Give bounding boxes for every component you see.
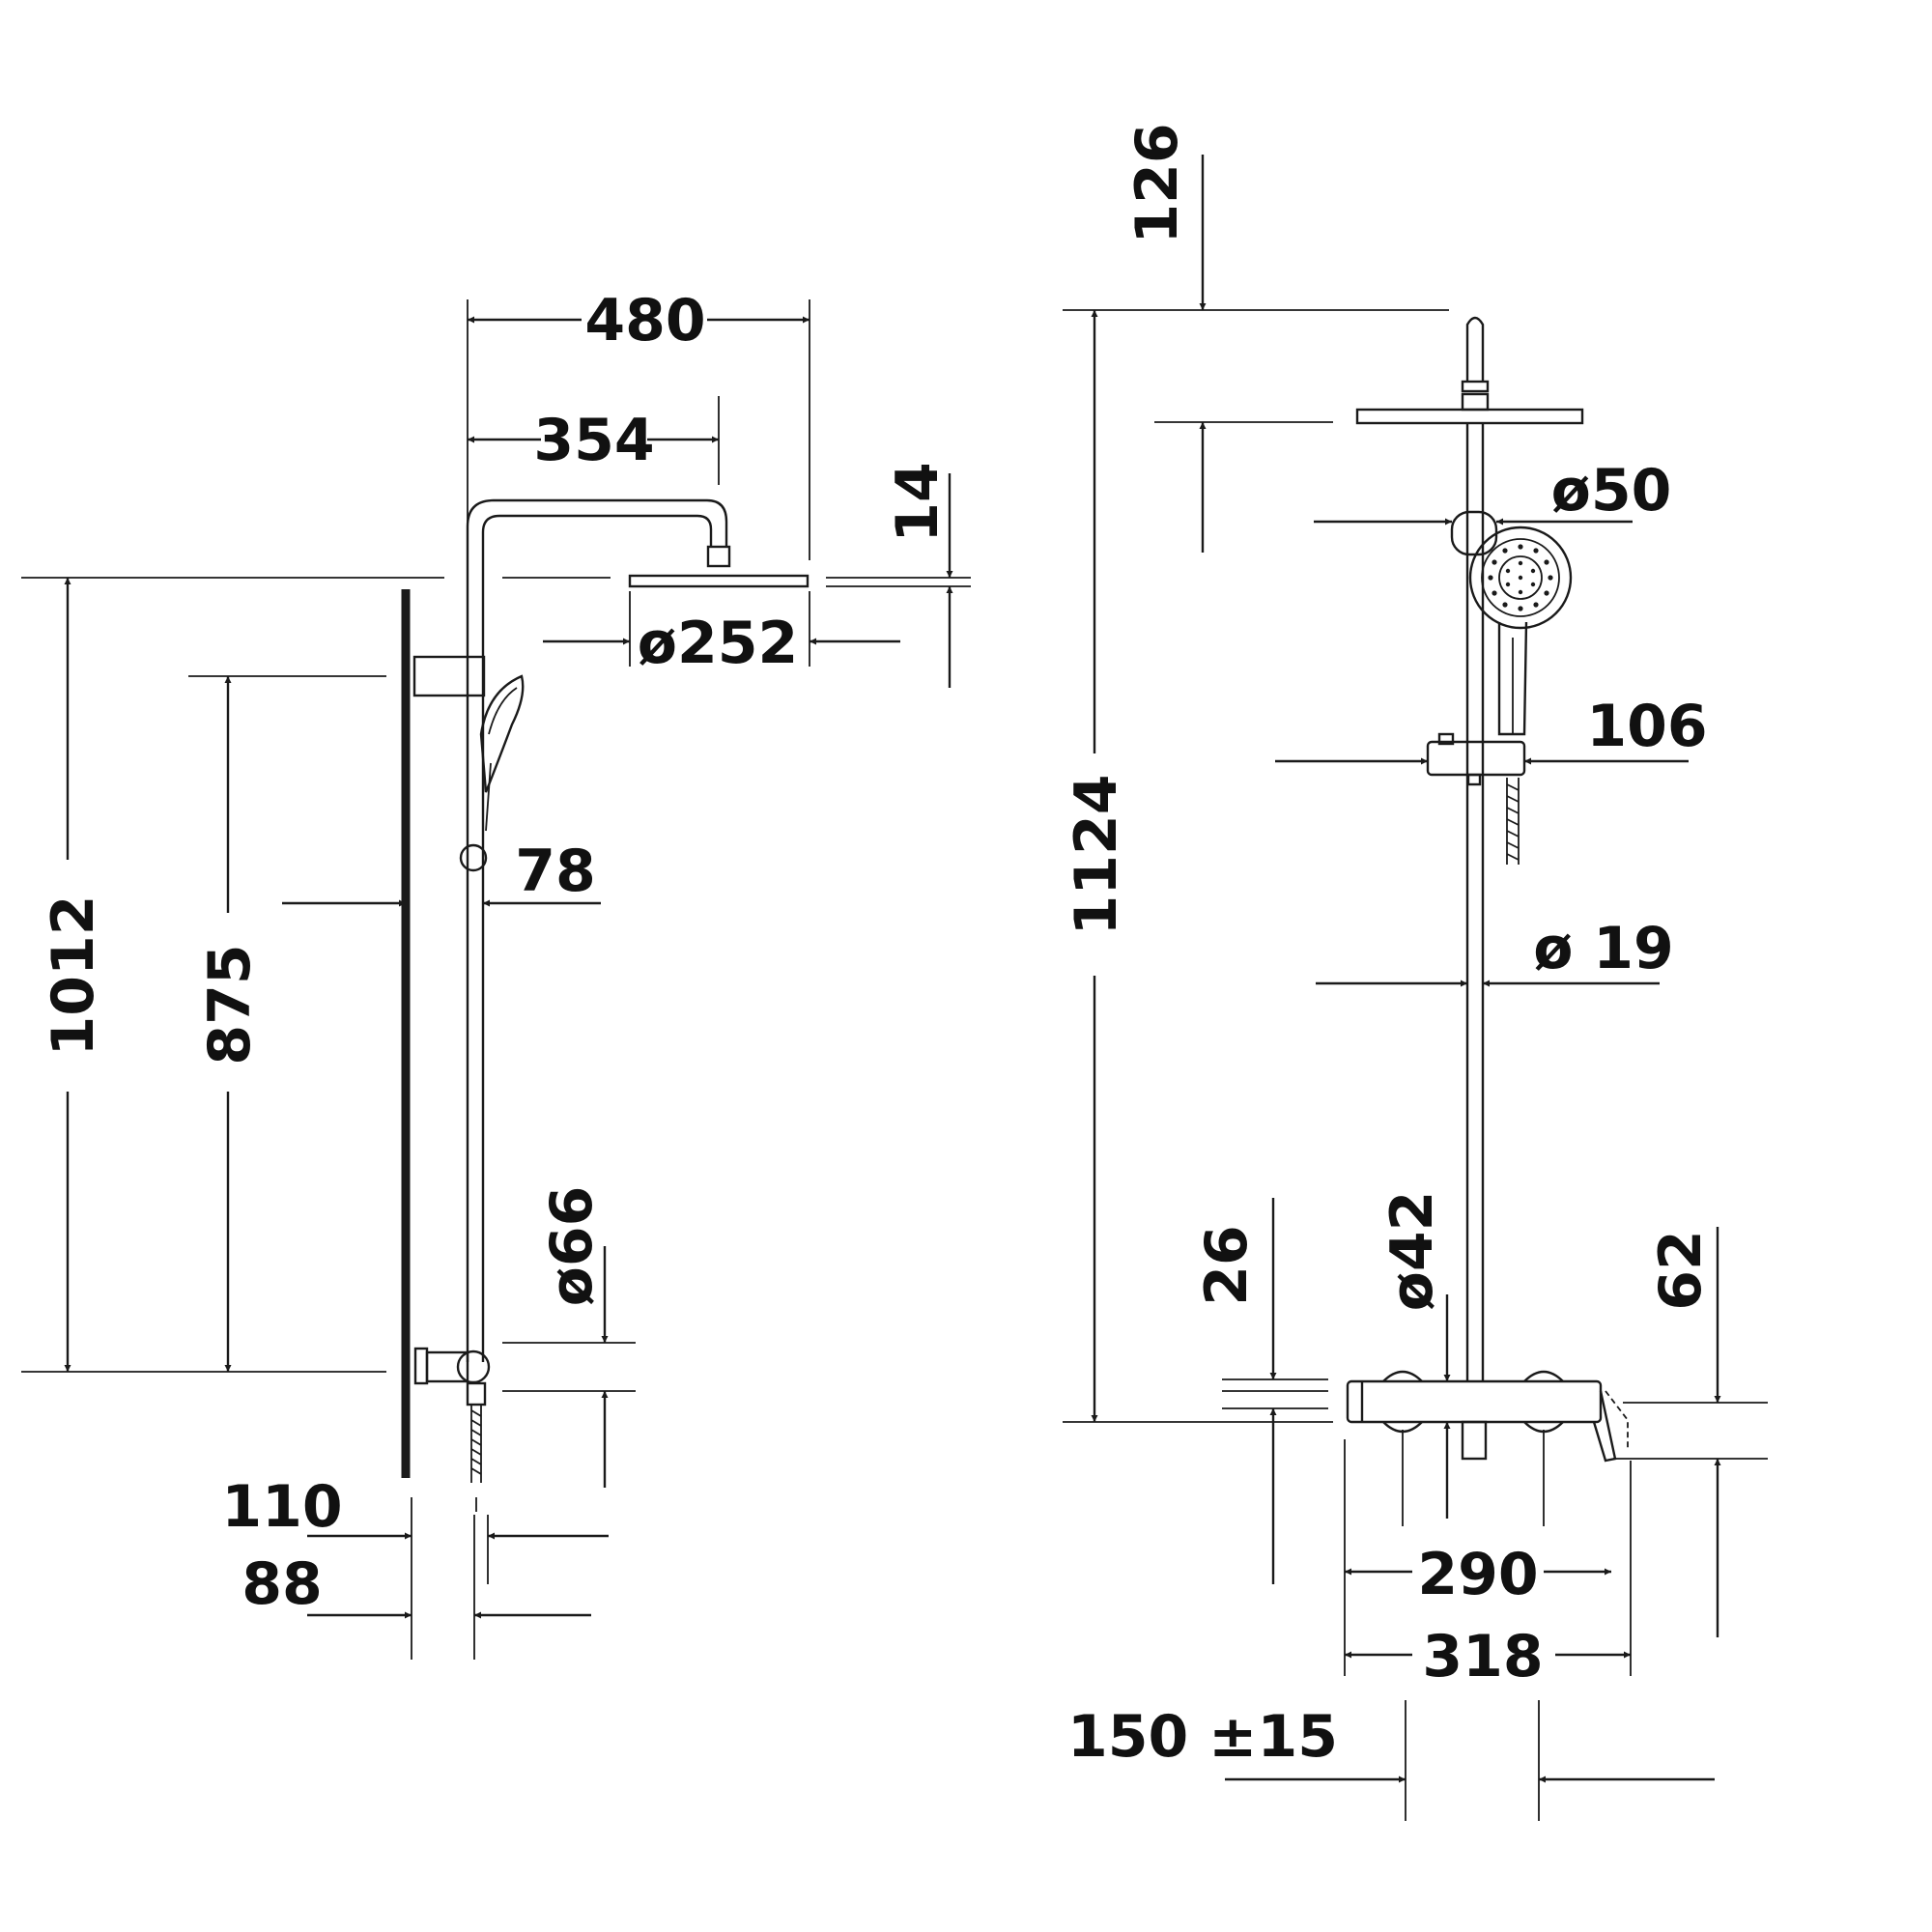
showerhead-joint [706,545,731,568]
dim-50: ø50 [1551,457,1672,525]
dim-480: 480 [584,287,705,355]
mixer-front [1346,1379,1603,1424]
dim-252: ø252 [638,610,798,677]
dim-62: 62 [1647,1230,1715,1311]
hand-shower-side [479,674,525,793]
dim-26: 26 [1193,1225,1261,1306]
showerhead-front [1355,408,1584,425]
mixer-body-side [425,1350,469,1383]
dim-110: 110 [221,1473,342,1541]
slider-106 [1426,740,1526,777]
dim-66: ø66 [538,1186,606,1307]
dim-78: 78 [515,838,596,905]
overhead-arm-outer [466,498,728,657]
dim-126: 126 [1123,123,1191,243]
holder-50 [1450,510,1498,556]
dim-1124: 1124 [1063,775,1130,936]
dim-1012: 1012 [40,895,107,1057]
top-pipe-end [1465,316,1485,382]
showerhead-side [628,574,810,588]
dim-318: 318 [1422,1623,1543,1690]
dim-14: 14 [884,462,952,543]
front-view: 126 1124 ø50 106 ø 19 26 ø42 62 290 [1063,123,1768,1821]
dim-19: ø 19 [1533,915,1674,982]
slider-knob [459,843,488,872]
hand-shower-head [1468,526,1573,630]
dim-290: 290 [1417,1541,1538,1608]
dim-875: 875 [196,944,264,1065]
mixer-lever [1592,1390,1617,1463]
overhead-arm-inner [481,514,713,657]
side-view: 480 354 14 ø252 1012 875 78 ø66 110 [21,287,971,1660]
mixer-handle-side [456,1350,491,1384]
spout-outlet [1461,1420,1488,1461]
hand-shower-handle [1497,621,1528,736]
dim-106: 106 [1586,693,1707,760]
dim-42: ø42 [1378,1191,1446,1312]
dim-88: 88 [242,1550,323,1618]
wall-bracket [412,655,486,697]
spray-nozzles [1488,544,1553,611]
dim-150: 150 ±15 [1067,1703,1338,1771]
dim-354: 354 [533,407,654,474]
